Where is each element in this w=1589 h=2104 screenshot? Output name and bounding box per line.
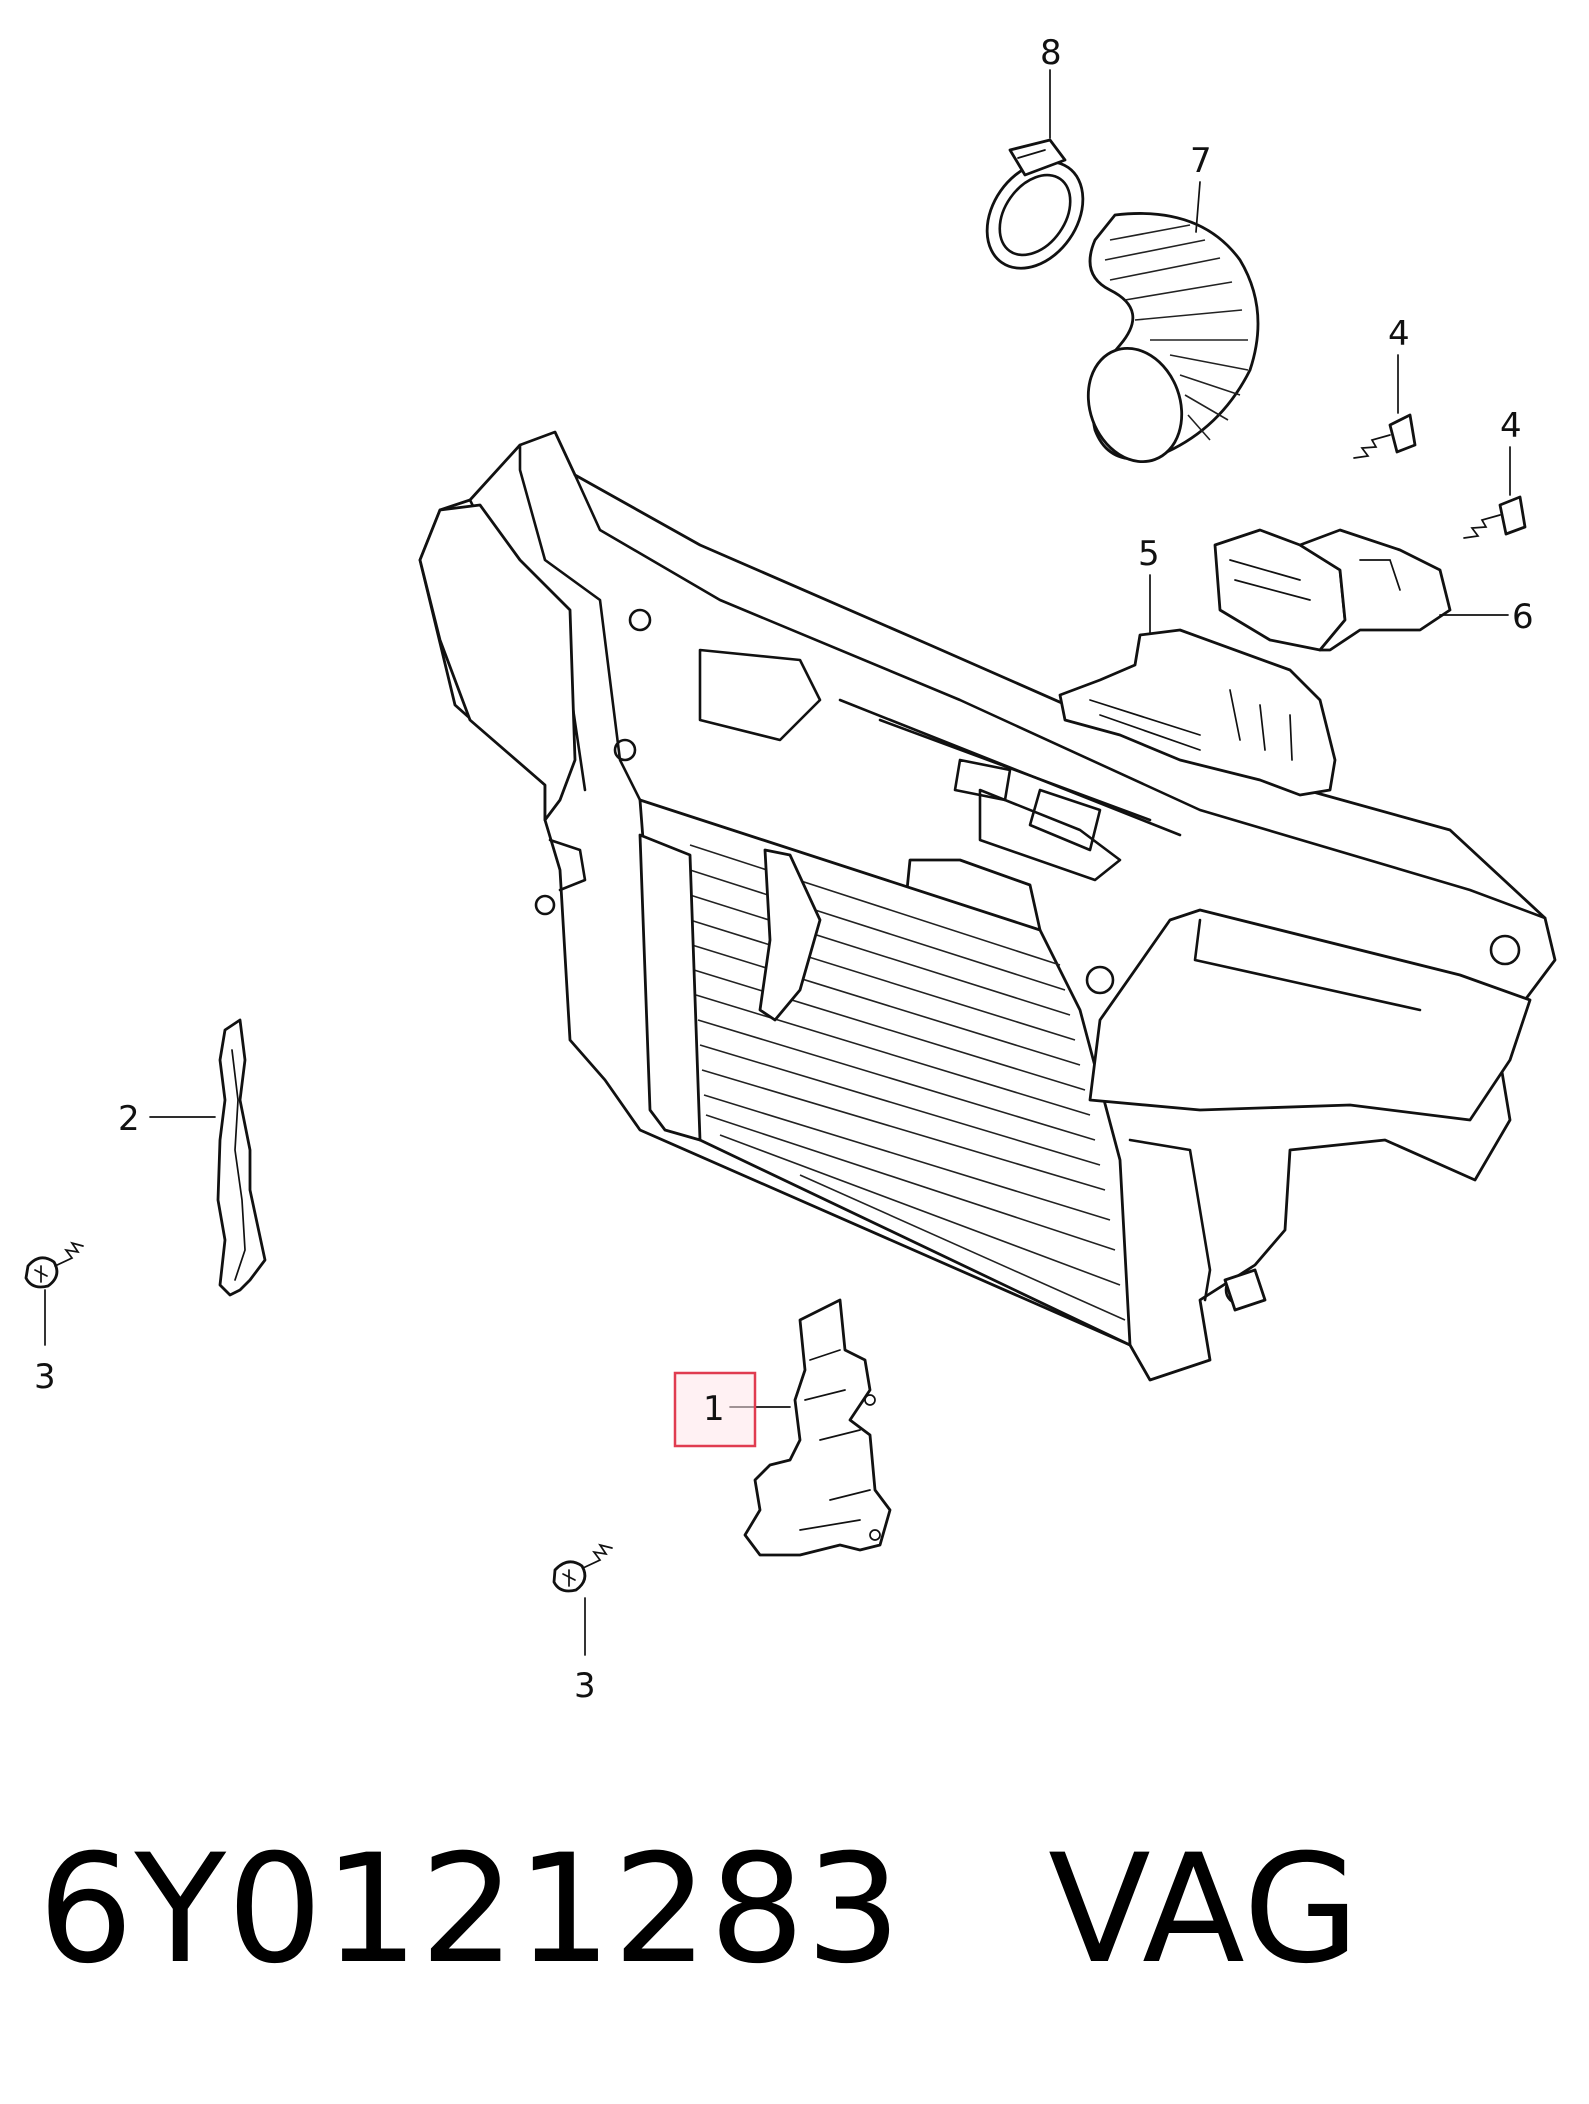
part-1-air-guide: 1 [673, 1298, 892, 1557]
callout-1: 1 [703, 1389, 725, 1429]
part-3-screw-left: 3 [24, 1241, 84, 1397]
part-4-screw-upper: 4 [1353, 314, 1417, 459]
callout-2: 2 [118, 1099, 140, 1139]
front-end-carrier [418, 430, 1557, 1382]
callout-7: 7 [1190, 141, 1212, 181]
part-number-label: 6Y0121283 VAG [38, 1823, 1361, 1997]
callout-3-bottom: 3 [574, 1666, 596, 1706]
radiator-fins [689, 844, 1126, 1321]
part-7-bellows-hose: 7 [1086, 141, 1260, 464]
part-4-screw-lower: 4 [1463, 406, 1527, 539]
callout-3-left: 3 [34, 1357, 56, 1397]
callout-5: 5 [1138, 534, 1160, 574]
part-8-hose-clamp: 8 [985, 33, 1085, 270]
part-2-air-guide: 2 [118, 1018, 267, 1297]
callout-8: 8 [1040, 33, 1062, 73]
callout-6: 6 [1512, 597, 1534, 637]
part-6-air-duct: 6 [1213, 528, 1534, 652]
part-3-screw-bottom: 3 [552, 1543, 613, 1706]
highlight-box [673, 1371, 757, 1448]
callout-4-upper: 4 [1388, 314, 1410, 354]
part-5-air-duct: 5 [1058, 534, 1337, 797]
callout-4-lower: 4 [1500, 406, 1522, 446]
